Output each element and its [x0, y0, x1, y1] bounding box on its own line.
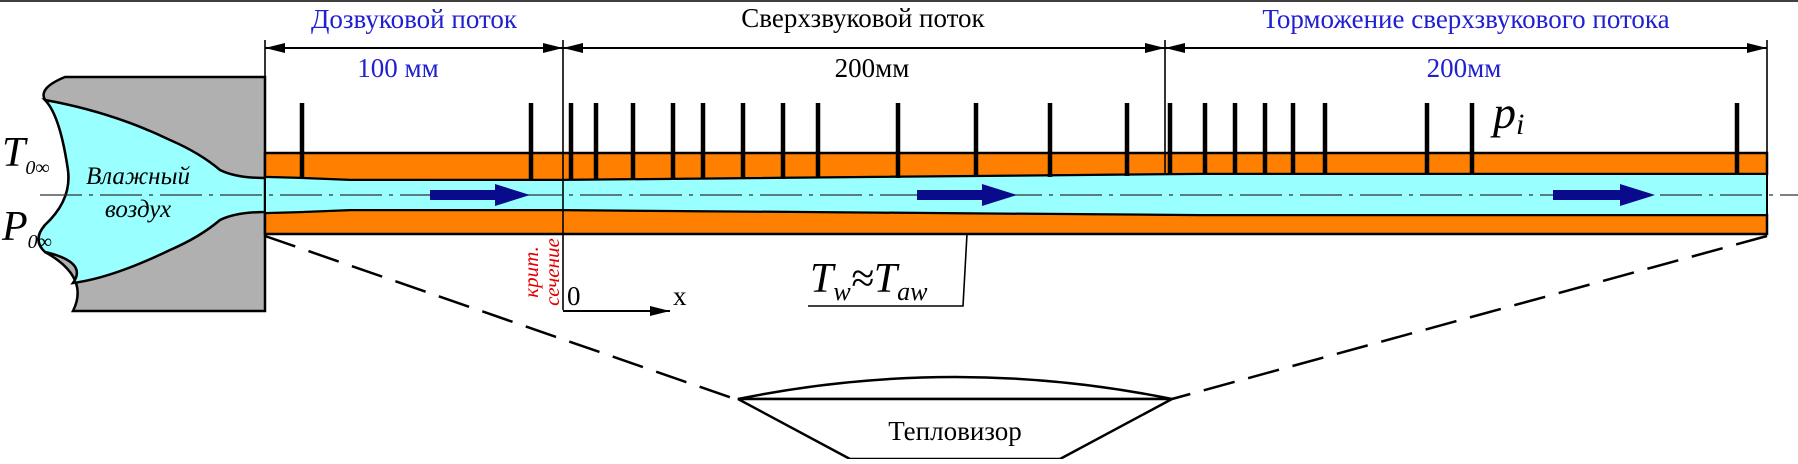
view-line-right: [1171, 234, 1768, 401]
wall-temperature-leader: [808, 233, 968, 307]
thermal-camera-label: Тепловизор: [888, 416, 1022, 446]
dimension-label-subsonic: 100 мм: [357, 53, 438, 83]
temperature-symbol: T: [2, 130, 28, 176]
flow-arrow-2: [917, 184, 1017, 206]
thermal-camera: Тепловизор: [737, 375, 1173, 461]
critical-section-label-line2: сечение: [540, 238, 564, 306]
inlet-air-region: [37, 98, 267, 285]
pi-subscript: i: [1516, 108, 1524, 141]
pi-symbol: p: [1490, 87, 1516, 138]
approx-symbol: ≈: [851, 256, 874, 302]
thermal-camera-lens: [737, 375, 1173, 401]
flow-arrow-3: [1553, 184, 1655, 206]
dimension-label-supersonic: 200мм: [835, 53, 910, 83]
taw-symbol: T: [874, 256, 900, 302]
section-title-subsonic: Дозвуковой поток: [311, 4, 518, 34]
inlet-label-line2: воздух: [105, 196, 171, 223]
axis-origin-label: 0: [567, 281, 581, 311]
pressure-subscript: 0∞: [28, 231, 52, 253]
thermal-camera-view-lines: [264, 234, 1768, 401]
temperature-subscript: 0∞: [25, 157, 49, 179]
dimension-label-deceleration: 200мм: [1427, 53, 1502, 83]
taw-subscript: aw: [897, 277, 928, 306]
inlet-temperature-label: T0∞: [2, 130, 50, 179]
flow-arrows: [430, 184, 1655, 206]
section-title-deceleration: Торможение сверхзвукового потока: [1262, 4, 1669, 34]
inlet-label-line1: Влажный: [86, 163, 191, 190]
tw-subscript: w: [833, 277, 851, 306]
critical-section-label-line1: крит.: [519, 246, 543, 298]
pressure-symbol: P: [1, 204, 28, 250]
wall-temperature-label: Tw≈Taw: [810, 256, 928, 306]
pressure-taps: [299, 103, 1740, 180]
axis-x-label: x: [673, 281, 687, 311]
flow-arrow-1: [430, 184, 530, 206]
tw-symbol: T: [810, 256, 836, 302]
section-title-supersonic: Сверхзвуковой поток: [741, 3, 985, 33]
pressure-taps-label: pi: [1490, 87, 1524, 141]
view-line-left: [264, 234, 736, 401]
section-boundaries: [264, 40, 1768, 310]
inlet-pressure-label: P0∞: [1, 204, 52, 253]
